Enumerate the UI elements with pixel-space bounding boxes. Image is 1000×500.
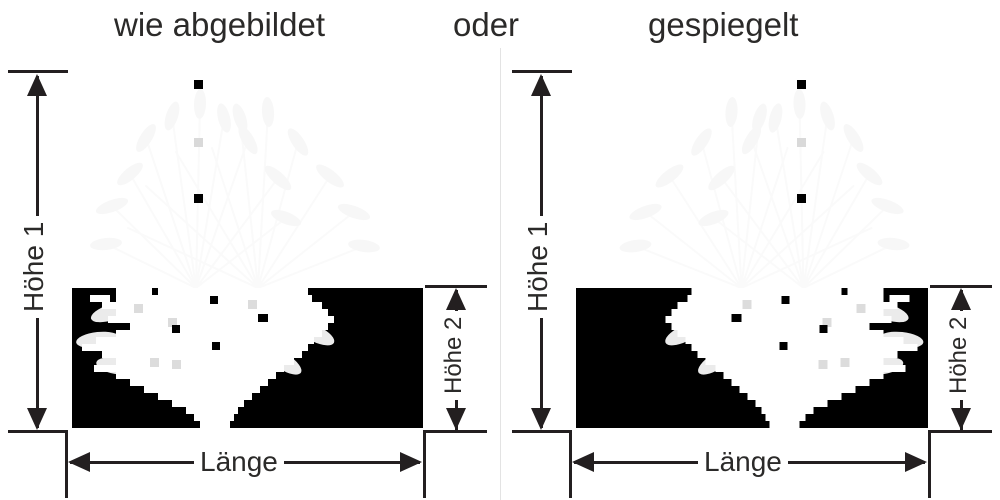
height1-arrowhead-up-icon xyxy=(27,74,47,96)
length-left-witness-line xyxy=(65,430,68,498)
panel-divider xyxy=(500,48,501,500)
height2-arrowhead-down-icon-mirrored xyxy=(951,408,971,430)
height1-label: Höhe 1 xyxy=(18,215,49,318)
mat-as-shown xyxy=(72,288,423,428)
panel-title-conjunction: oder xyxy=(453,6,520,43)
length-arrowhead-left-icon xyxy=(68,452,90,472)
dandelion-knockout-mirrored xyxy=(665,288,924,428)
length-left-witness-line-mirrored xyxy=(569,430,572,498)
dandelion-knockout xyxy=(76,288,335,428)
height2-top-witness-line xyxy=(425,285,487,288)
height2-top-witness-line-mirrored xyxy=(930,285,992,288)
dandelion-bloom-upper-mirrored xyxy=(576,78,928,288)
length-arrowhead-right-icon-mirrored xyxy=(905,452,927,472)
height1-label-mirrored: Höhe 1 xyxy=(522,215,553,318)
length-right-witness-line xyxy=(423,430,426,498)
stray-pixel xyxy=(194,80,203,89)
panel-title-mirrored: gespiegelt xyxy=(648,6,799,43)
height1-top-witness-line-mirrored xyxy=(512,70,572,73)
stray-pixel xyxy=(797,80,806,89)
length-label-mirrored: Länge xyxy=(698,448,788,476)
stray-pixel xyxy=(194,138,203,147)
stray-pixel xyxy=(194,194,203,203)
height2-label-mirrored: Höhe 2 xyxy=(945,310,972,400)
height1-arrowhead-down-icon-mirrored xyxy=(531,408,551,430)
panel-title-as-shown: wie abgebildet xyxy=(114,6,325,43)
height1-bottom-witness-line xyxy=(8,430,68,433)
height1-bottom-witness-line-mirrored xyxy=(512,430,572,433)
dandelion-bloom-upper xyxy=(72,78,423,288)
length-label: Länge xyxy=(194,448,284,476)
height2-bottom-witness-line xyxy=(425,430,487,433)
height1-arrowhead-up-icon-mirrored xyxy=(531,74,551,96)
height1-arrowhead-down-icon xyxy=(27,408,47,430)
height2-bottom-witness-line-mirrored xyxy=(930,430,992,433)
mat-mirrored xyxy=(576,288,928,428)
length-right-witness-line-mirrored xyxy=(928,430,931,498)
height1-top-witness-line xyxy=(8,70,68,73)
length-arrowhead-left-icon-mirrored xyxy=(572,452,594,472)
stray-pixel xyxy=(797,138,806,147)
height2-arrowhead-up-icon-mirrored xyxy=(951,288,971,310)
height2-arrowhead-down-icon xyxy=(446,408,466,430)
height2-arrowhead-up-icon xyxy=(446,288,466,310)
length-arrowhead-right-icon xyxy=(400,452,422,472)
height2-label: Höhe 2 xyxy=(440,310,467,400)
stray-pixel xyxy=(797,194,806,203)
